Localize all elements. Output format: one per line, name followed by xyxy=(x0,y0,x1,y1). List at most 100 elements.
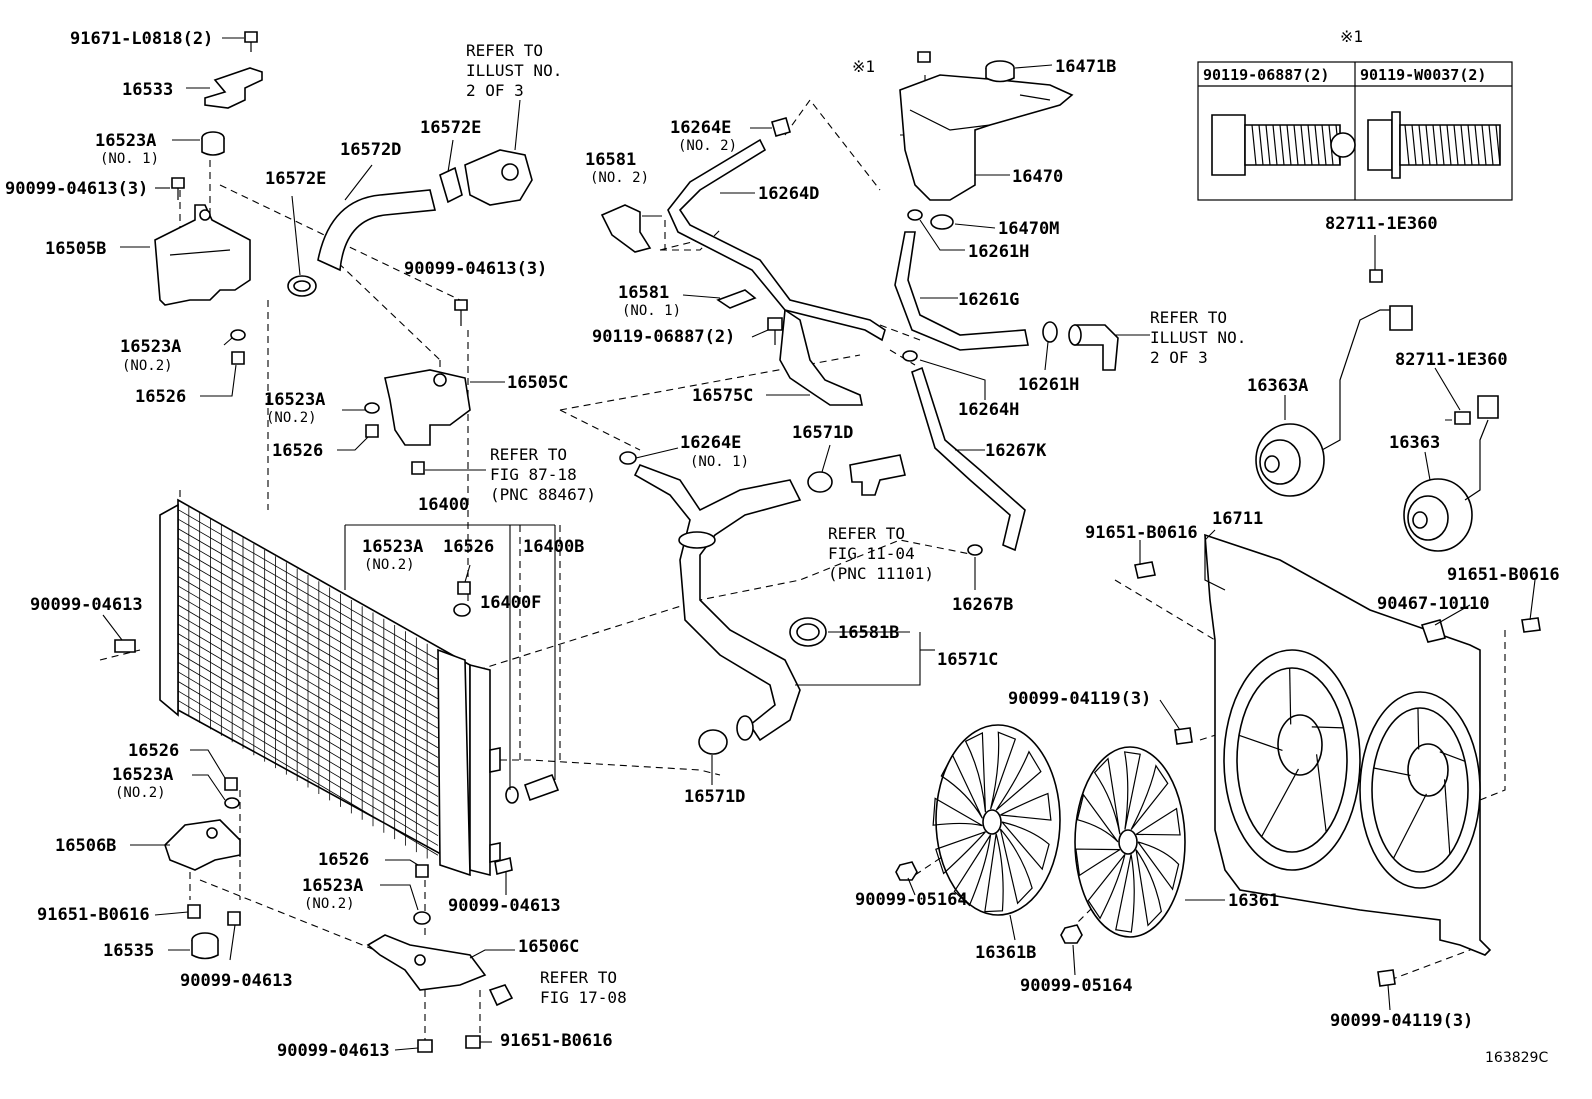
label-16535: 16535 xyxy=(103,941,154,961)
pipe-refer-illust xyxy=(1068,324,1119,371)
label-16264e-no1: 16264E xyxy=(680,433,741,453)
shroud-spokes xyxy=(1238,668,1466,859)
label-16261g: 16261G xyxy=(958,290,1019,310)
inset-col2-label: 90119-W0037(2) xyxy=(1360,66,1486,84)
label-91671-l0818: 91671-L0818(2) xyxy=(70,29,213,49)
oring-16400f xyxy=(505,786,519,804)
label-16361b: 16361B xyxy=(975,943,1036,963)
cushion-16535 xyxy=(191,932,219,960)
label-16523a-d: 16523A xyxy=(362,537,423,557)
label-91651-b0616-c: 91651-B0616 xyxy=(1085,523,1198,543)
label-90099-04613-f: 90099-04613 xyxy=(277,1041,390,1061)
svg-text:FIG 87-18: FIG 87-18 xyxy=(490,465,577,484)
label-90119-06887: 90119-06887(2) xyxy=(592,327,735,347)
bolt-90099-04613-left xyxy=(114,639,136,653)
label-16470: 16470 xyxy=(1012,167,1063,187)
label-16523a-e: 16523A xyxy=(112,765,173,785)
hose-16267k xyxy=(911,366,1026,552)
thermostat-housing xyxy=(464,149,533,206)
label-16523a-c-sub: (NO.2) xyxy=(266,410,317,426)
svg-text:2 OF 3: 2 OF 3 xyxy=(466,81,524,100)
pin-16526-upper xyxy=(231,351,245,365)
pin-16526-mid xyxy=(365,424,379,438)
bolt-90119-06887 xyxy=(767,317,783,345)
label-90099-05164-b: 90099-05164 xyxy=(1020,976,1133,996)
label-91651-b0616-b: 91651-B0616 xyxy=(500,1031,613,1051)
label-82711-1e360-b: 82711-1E360 xyxy=(1395,350,1508,370)
leader-lines xyxy=(102,37,1536,1051)
svg-text:REFER TO: REFER TO xyxy=(490,445,567,464)
label-16571c: 16571C xyxy=(937,650,998,670)
label-16363a: 16363A xyxy=(1247,376,1308,396)
label-16581-no1: 16581 xyxy=(618,283,669,303)
inset-bolt-stud xyxy=(1367,111,1501,179)
label-16526-c: 16526 xyxy=(443,537,494,557)
label-16261h-b: 16261H xyxy=(1018,375,1079,395)
label-16264e-no2-sub: (NO. 2) xyxy=(678,138,737,154)
label-16505c: 16505C xyxy=(507,373,568,393)
label-82711-1e360-a: 82711-1E360 xyxy=(1325,214,1438,234)
label-16526-b: 16526 xyxy=(272,441,323,461)
label-90099-04119-b: 90099-04119(3) xyxy=(1330,1011,1473,1031)
inset-marker: ※1 xyxy=(1340,27,1363,46)
bolt-90099-04613-upper xyxy=(171,177,185,200)
label-16523a-e-sub: (NO.2) xyxy=(115,785,166,801)
svg-text:ILLUST NO.: ILLUST NO. xyxy=(466,61,562,80)
label-16581b: 16581B xyxy=(838,623,899,643)
reservoir-16470 xyxy=(899,74,1074,201)
label-16400b: 16400B xyxy=(523,537,584,557)
inset-bolt-flange xyxy=(1211,114,1356,176)
note-refer-fig17: REFER TO FIG 17-08 xyxy=(540,968,627,1007)
hose-16571c xyxy=(633,463,802,742)
fitting-fig11 xyxy=(849,454,906,496)
radiator-core xyxy=(159,498,501,877)
clip-16267b xyxy=(967,544,983,556)
label-16523a-d-sub: (NO.2) xyxy=(364,557,415,573)
hose-16261g xyxy=(894,231,1029,351)
label-90099-04613-a: 90099-04613(3) xyxy=(5,179,148,199)
label-16572d: 16572D xyxy=(340,140,401,160)
label-16264d: 16264D xyxy=(758,184,819,204)
label-16523a-c: 16523A xyxy=(264,390,325,410)
bolt-90099-04119-lower xyxy=(1377,969,1396,987)
label-16506c: 16506C xyxy=(518,937,579,957)
refer-notes: REFER TO ILLUST NO. 2 OF 3 REFER TO FIG … xyxy=(466,41,1246,1007)
label-16261h-a: 16261H xyxy=(968,242,1029,262)
bolt-91651-b0616-shroud-left xyxy=(1134,561,1156,579)
label-16264e-no1-sub: (NO. 1) xyxy=(690,454,749,470)
label-16264e-no2: 16264E xyxy=(670,118,731,138)
bolt-marker: ※1 xyxy=(852,57,875,76)
fan-shroud-16711 xyxy=(1204,533,1492,956)
bolt-90099-04119-upper xyxy=(1174,727,1193,745)
pin-fig87 xyxy=(411,461,425,475)
cushion-16523a-lower xyxy=(224,797,240,809)
label-16523a-f-sub: (NO.2) xyxy=(304,896,355,912)
label-16506b: 16506B xyxy=(55,836,116,856)
inset-col1-label: 90119-06887(2) xyxy=(1203,66,1329,84)
label-90099-04613-b: 90099-04613(3) xyxy=(404,259,547,279)
bolt-91651-b0616-bottom xyxy=(465,1035,481,1049)
label-16361: 16361 xyxy=(1228,891,1279,911)
label-16505b: 16505B xyxy=(45,239,106,259)
label-16523a-no1: 16523A xyxy=(95,131,156,151)
label-16526-d: 16526 xyxy=(128,741,179,761)
inset-thread-2 xyxy=(1404,124,1501,166)
label-90099-04613-d: 90099-04613 xyxy=(180,971,293,991)
cushion-16523a-no2-mid xyxy=(364,402,380,414)
cushion-16523a-no1 xyxy=(201,131,225,156)
label-90099-04613-e: 90099-04613 xyxy=(448,896,561,916)
clamp-16572e-right xyxy=(439,166,463,204)
nut-90099-05164-left xyxy=(895,861,918,881)
label-16711: 16711 xyxy=(1212,509,1263,529)
clip-16261h-upper xyxy=(907,209,923,221)
figure-code: 163829C xyxy=(1485,1050,1548,1066)
pin-16526-bottom xyxy=(415,864,429,878)
clamp-16571d-lower xyxy=(698,729,728,755)
note-refer-fig87: REFER TO FIG 87-18 (PNC 88467) xyxy=(490,445,596,504)
svg-text:REFER TO: REFER TO xyxy=(828,524,905,543)
clamp-16572e-left xyxy=(287,275,317,297)
connector-82711-lower xyxy=(1454,395,1499,425)
label-16526-e: 16526 xyxy=(318,850,369,870)
label-16571d-upper: 16571D xyxy=(792,423,853,443)
